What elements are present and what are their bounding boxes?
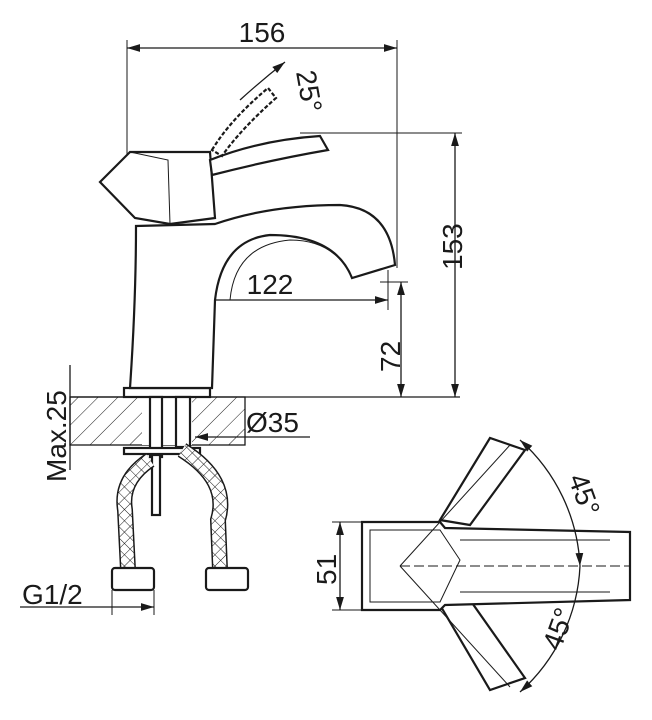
hole-diameter-label: Ø35: [246, 407, 299, 438]
hose-nut-left: [110, 566, 156, 592]
rotation-angle-bottom-label: 45°: [537, 604, 581, 654]
top-width-label: 51: [311, 554, 342, 585]
hose-nut-right: [204, 566, 250, 592]
connection-thread-label: G1/2: [22, 579, 83, 610]
dimension-overall-height: 153: [300, 132, 468, 397]
dimension-spout-height: 72: [375, 281, 408, 397]
dimension-overall-width: 156: [126, 17, 398, 268]
handle-angle-label: 25°: [290, 68, 328, 115]
dimension-connection-thread: G1/2: [20, 579, 155, 615]
faucet-top-view: 51 45° 45°: [311, 436, 632, 693]
spout-height-label: 72: [375, 341, 406, 372]
countertop-section: Max.25 Ø35: [41, 365, 460, 482]
supply-hoses: [110, 443, 250, 592]
overall-height-label: 153: [437, 223, 468, 270]
overall-width-label: 156: [239, 17, 286, 48]
max-countertop-label: Max.25: [41, 390, 72, 482]
spout-reach-label: 122: [247, 269, 294, 300]
dimension-handle-angle: 25°: [239, 61, 328, 115]
faucet-side-view: [98, 86, 397, 517]
